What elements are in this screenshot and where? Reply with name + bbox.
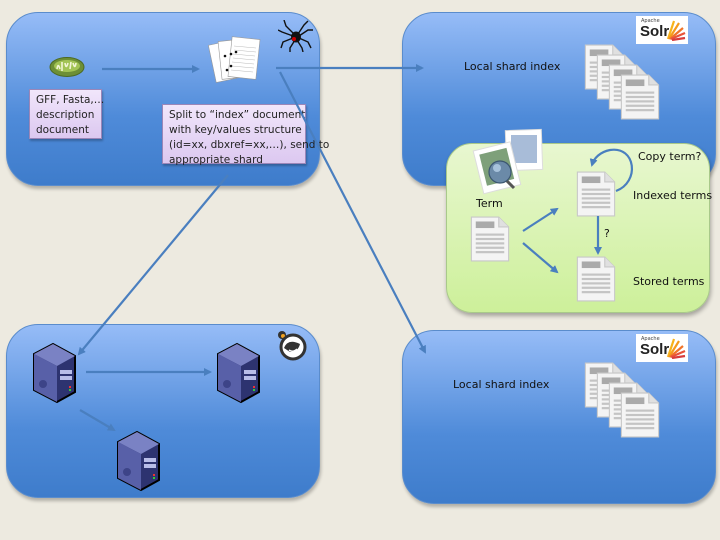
term-label: Term bbox=[476, 197, 503, 210]
note-line: description bbox=[36, 109, 95, 121]
index-files-icon bbox=[584, 44, 664, 124]
stored-terms-label: Stored terms bbox=[633, 275, 705, 288]
cluster-logo-icon bbox=[276, 330, 308, 366]
note-line: (id=xx, dbxref=xx,…), send to bbox=[169, 139, 330, 151]
note-line: appropriate shard bbox=[169, 154, 263, 166]
spider-icon bbox=[277, 19, 314, 56]
note-line: Split to “index” document bbox=[169, 109, 306, 121]
split-description-note: Split to “index” document with key/value… bbox=[162, 104, 330, 166]
copy-term-label: Copy term? bbox=[638, 150, 702, 163]
indexed-terms-file-icon bbox=[576, 171, 616, 221]
index-file-page bbox=[620, 74, 660, 124]
solr-logo: Apache Solr bbox=[636, 16, 688, 44]
arrow-copy-term-loop bbox=[589, 148, 633, 193]
mitochondria-icon bbox=[49, 56, 85, 82]
question-label: ? bbox=[604, 227, 610, 240]
shard-bottom-label: Local shard index bbox=[453, 378, 550, 391]
indexed-terms-label: Indexed terms bbox=[633, 189, 713, 202]
note-line: GFF, Fasta,… bbox=[36, 94, 105, 106]
server-icon bbox=[215, 342, 263, 408]
server-icon bbox=[31, 342, 79, 408]
shard-top-label: Local shard index bbox=[464, 60, 561, 73]
note-line: document bbox=[36, 124, 89, 136]
documents-stack-icon bbox=[207, 36, 262, 92]
server-icon bbox=[115, 430, 163, 496]
note-line: with key/values structure bbox=[169, 124, 302, 136]
solr-logo-apache: Apache bbox=[641, 336, 660, 342]
arrow-split-to-bottom-shard bbox=[279, 71, 426, 354]
solr-logo-word: Solr bbox=[640, 23, 670, 40]
solr-logo: Apache Solr bbox=[636, 334, 688, 362]
image-search-icon bbox=[470, 126, 546, 210]
solr-logo-apache: Apache bbox=[641, 18, 660, 24]
term-file-icon bbox=[470, 216, 510, 266]
index-file-page bbox=[620, 392, 660, 442]
source-description-note: GFF, Fasta,… description document bbox=[29, 89, 105, 139]
stored-terms-file-icon bbox=[576, 256, 616, 306]
index-files-icon bbox=[584, 362, 664, 442]
arrow-server-to-server-down bbox=[79, 409, 116, 432]
arrow-split-to-cluster bbox=[77, 174, 229, 356]
solr-logo-word: Solr bbox=[640, 341, 670, 358]
arrow-term-to-indexed bbox=[522, 207, 559, 232]
arrow-term-to-stored bbox=[522, 242, 559, 274]
